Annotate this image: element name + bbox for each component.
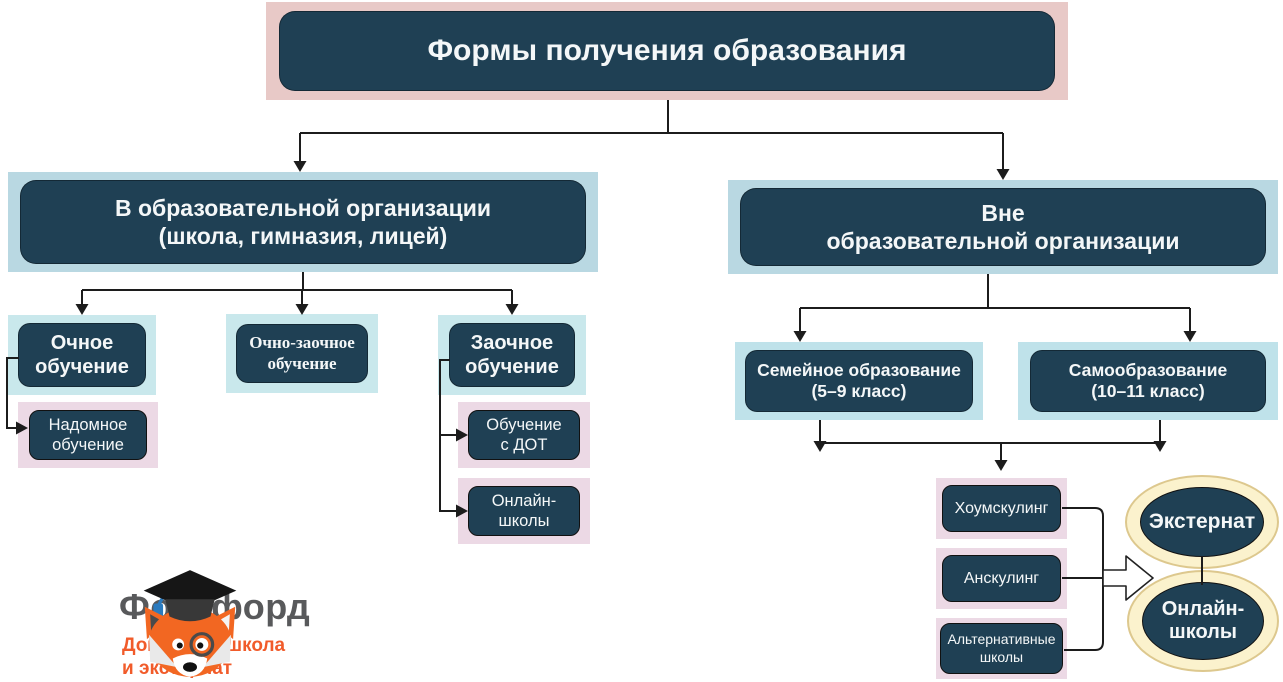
node-ochnoe: Очное обучение — [18, 323, 146, 387]
root-node: Формы получения образования — [279, 11, 1055, 91]
node-ochnoe-frame: Очное обучение — [8, 315, 156, 395]
node-zaochnoe: Заочное обучение — [449, 323, 575, 387]
node-dot-frame: Обучение с ДОТ — [458, 402, 590, 468]
left-branch-node: В образовательной организации (школа, ги… — [20, 180, 586, 264]
node-unschooling-frame: Анскулинг — [936, 548, 1067, 609]
node-samoobrazovanie-frame: Самообразование (10–11 класс) — [1018, 342, 1278, 420]
node-zaochnoe-frame: Заочное обучение — [438, 315, 586, 395]
ellipse-externat: Экстернат — [1140, 487, 1264, 557]
node-semeynoe-frame: Семейное образование (5–9 класс) — [735, 342, 983, 420]
node-homeschooling-frame: Хоумскулинг — [936, 478, 1067, 539]
node-ochno-zaochnoe: Очно-заочное обучение — [236, 324, 368, 383]
node-unschooling: Анскулинг — [942, 555, 1061, 602]
right-branch-node: Вне образовательной организации — [740, 188, 1266, 266]
node-samoobrazovanie: Самообразование (10–11 класс) — [1030, 350, 1266, 412]
node-nadomnoe: Надомное обучение — [29, 410, 147, 460]
ellipse-online-schools: Онлайн- школы — [1142, 582, 1264, 660]
node-alt-schools: Альтернативные школы — [940, 623, 1063, 674]
node-online-schools-left-frame: Онлайн- школы — [458, 478, 590, 544]
root-node-frame: Формы получения образования — [266, 2, 1068, 100]
node-semeynoe: Семейное образование (5–9 класс) — [745, 350, 973, 412]
node-ochno-zaochnoe-frame: Очно-заочное обучение — [226, 314, 378, 393]
node-dot: Обучение с ДОТ — [468, 410, 580, 460]
node-nadomnoe-frame: Надомное обучение — [18, 402, 158, 468]
right-branch-frame: Вне образовательной организации — [728, 180, 1278, 274]
node-homeschooling: Хоумскулинг — [942, 485, 1061, 532]
foxford-logo-fox-icon — [143, 570, 237, 677]
left-branch-frame: В образовательной организации (школа, ги… — [8, 172, 598, 272]
node-alt-schools-frame: Альтернативные школы — [936, 618, 1067, 679]
node-online-schools-left: Онлайн- школы — [468, 486, 580, 536]
